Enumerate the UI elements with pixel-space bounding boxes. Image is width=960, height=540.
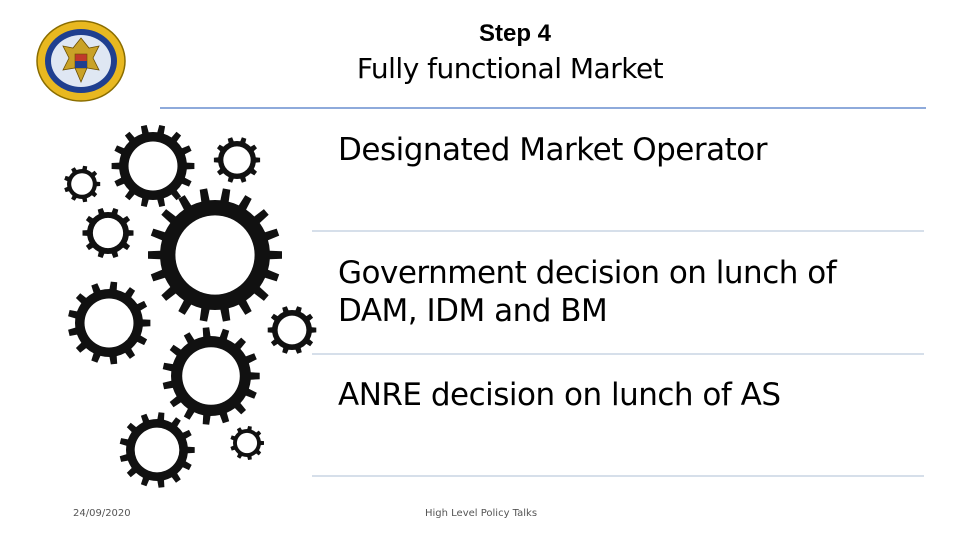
list-item-market-operator: Designated Market Operator [338,132,767,168]
item-separator [312,353,924,355]
gear-icon [111,125,195,207]
gear-icon [82,208,134,258]
gear-icon [267,306,317,354]
list-item-government-decision: Government decision on lunch of DAM, IDM… [338,255,837,329]
coat-of-arms-seal-icon [36,20,126,102]
item-separator [312,475,924,477]
gear-cluster-svg [64,125,317,488]
gear-icon [213,137,261,183]
gear-icon [148,188,282,322]
header-divider [160,107,926,109]
gear-icon [68,281,151,365]
gear-icon [119,412,195,488]
gear-icon [162,327,260,425]
coat-of-arms-logo [33,18,129,104]
gear-icon [230,426,264,460]
item-separator [312,230,924,232]
footer-event: High Level Policy Talks [425,508,538,519]
gear-cluster-icon [55,120,325,500]
page-title: Step 4 [478,20,552,47]
page-subtitle: Fully functional Market [356,52,664,85]
footer-date: 24/09/2020 [73,508,131,519]
gear-icon [64,165,101,203]
list-item-anre-decision: ANRE decision on lunch of AS [338,377,781,413]
